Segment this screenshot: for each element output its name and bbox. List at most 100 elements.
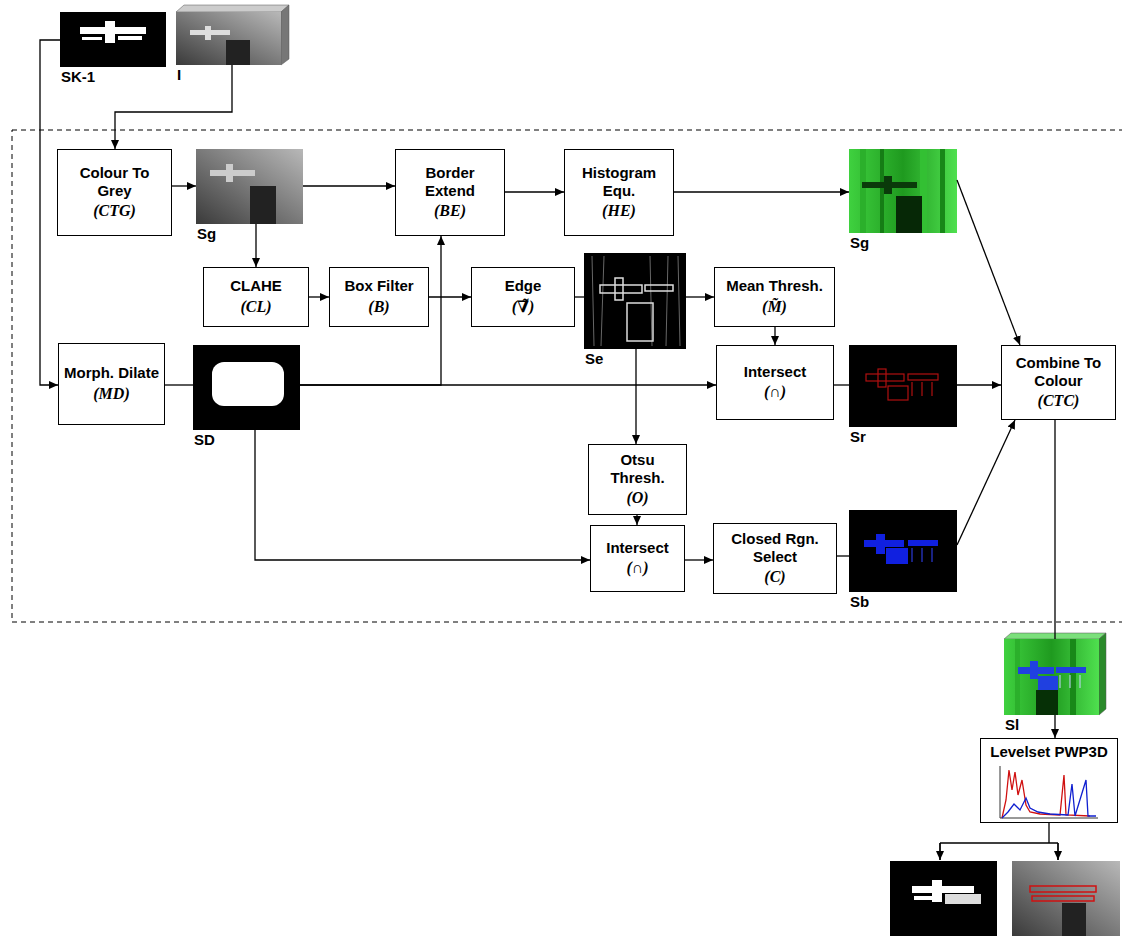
operator-symbol: (O): [626, 488, 648, 508]
box-title: CLAHE: [230, 277, 282, 294]
box-title: Histogram Equ.: [568, 164, 670, 199]
box-text-group: CLAHE (CL): [230, 277, 282, 316]
operator-symbol: (HE): [602, 201, 636, 221]
connector-arrow: [837, 555, 849, 556]
box-text-group: Histogram Equ.(HE): [568, 164, 670, 221]
connector-arrow: [429, 296, 471, 297]
output-leader: [940, 823, 1058, 860]
process-box: Morph. Dilate (MD): [58, 343, 165, 425]
connector-arrow: [575, 296, 584, 297]
connector-arrow: [636, 515, 637, 525]
image-label: Sg: [197, 226, 216, 243]
box-title: Morph. Dilate: [64, 364, 159, 381]
operator-symbol: (CL): [240, 297, 271, 317]
image-label: Sb: [850, 594, 869, 611]
connector-arrow: [1054, 420, 1055, 639]
connector-arrow: [1054, 715, 1055, 738]
image-thumbnail: Se: [584, 253, 686, 349]
image-label: Sg: [850, 235, 869, 252]
operator-symbol: (CTG): [93, 201, 136, 221]
process-box: Mean Thresh. (M̃): [714, 267, 835, 327]
operator-symbol: (M̃): [762, 297, 787, 317]
process-box: Edge (∇̃): [471, 267, 575, 327]
image-label: SK-1: [61, 69, 95, 86]
process-box: Box Filter (B): [329, 267, 429, 327]
operator-symbol: (CTC): [1038, 391, 1080, 411]
operator-symbol: (B): [368, 297, 389, 317]
box-text-group: Box Filter (B): [344, 277, 413, 316]
connector-arrow: [255, 224, 256, 267]
green-channel-image: [849, 149, 957, 233]
red-channel-image: [849, 345, 957, 427]
process-box: Colour To Grey(CTG): [57, 149, 172, 236]
connector-arrow: [834, 384, 849, 385]
box-text-group: Morph. Dilate (MD): [64, 364, 159, 403]
connector-arrow: [505, 191, 564, 192]
operator-symbol: (BE): [434, 201, 466, 221]
dashed-region: [12, 130, 1122, 622]
dilated-mask: [193, 345, 300, 430]
box-title: Intersect: [606, 539, 669, 556]
combined-image: [1004, 633, 1106, 715]
process-box: Border Extend(BE): [395, 149, 505, 236]
connector-arrow: [957, 180, 1020, 345]
connector-arrow: [309, 296, 329, 297]
connector-arrow: [300, 384, 716, 385]
box-text-group: Combine To Colour(CTC): [1005, 354, 1112, 411]
box-text-group: Mean Thresh. (M̃): [726, 277, 823, 316]
box-title: Edge: [505, 277, 542, 294]
box-title: Levelset PWP3D: [990, 743, 1108, 760]
process-box: Closed Rgn. Select(C): [713, 523, 837, 594]
process-box: Intersect(∩): [716, 345, 834, 420]
box-title: Closed Rgn. Select: [717, 530, 833, 565]
connector-arrow: [957, 384, 1001, 385]
image-label: Sr: [850, 429, 866, 446]
image-label: Se: [585, 351, 603, 368]
connector-arrow: [303, 185, 395, 186]
process-box: Otsu Thresh.(O): [588, 444, 687, 515]
box-text-group: Otsu Thresh.(O): [592, 451, 683, 508]
edge-image: [584, 253, 686, 349]
box-title: Otsu Thresh.: [592, 451, 683, 486]
grey-image: [196, 149, 303, 224]
input-image: [176, 5, 289, 65]
image-thumbnail: Sb: [849, 510, 957, 592]
box-text-group: Intersect (∩): [606, 539, 669, 578]
image-thumbnail: Sg: [849, 149, 957, 233]
operator-symbol: (∩): [626, 558, 648, 578]
image-label: SD: [194, 432, 215, 449]
box-text-group: Colour To Grey(CTG): [61, 164, 168, 221]
image-thumbnail: SK-1: [60, 12, 166, 67]
connector-arrow: [635, 349, 636, 444]
operator-symbol: (C): [764, 567, 785, 587]
box-title: Mean Thresh.: [726, 277, 823, 294]
operator-symbol: (∇̃): [512, 297, 535, 317]
blue-channel-image: [849, 510, 957, 592]
box-title: Colour To Grey: [61, 164, 168, 199]
process-box: Histogram Equ.(HE): [564, 149, 674, 236]
process-box: Combine To Colour(CTC): [1001, 345, 1116, 420]
connector-arrow: [685, 559, 713, 560]
box-title: Box Filter: [344, 277, 413, 294]
output-mask: [890, 861, 997, 936]
box-text-group: Levelset PWP3D: [990, 743, 1108, 760]
connector-arrow: [115, 65, 232, 149]
connector-arrow: [300, 236, 441, 385]
image-label: Sl: [1005, 717, 1019, 734]
operator-symbol: (MD): [93, 384, 129, 404]
box-text-group: Edge (∇̃): [505, 277, 542, 316]
image-label: I: [177, 67, 181, 84]
image-thumbnail: Sg: [196, 149, 303, 224]
histogram-chart: [1000, 766, 1098, 818]
operator-symbol: (∩): [764, 382, 786, 402]
image-thumbnail: I: [176, 12, 281, 65]
process-box: Levelset PWP3D: [980, 738, 1118, 823]
connector-arrow: [255, 430, 590, 560]
box-text-group: Border Extend(BE): [399, 164, 501, 221]
box-text-group: Intersect(∩): [744, 363, 807, 402]
box-title: Combine To Colour: [1005, 354, 1112, 389]
box-text-group: Closed Rgn. Select(C): [717, 530, 833, 587]
connector-arrow: [686, 296, 714, 297]
